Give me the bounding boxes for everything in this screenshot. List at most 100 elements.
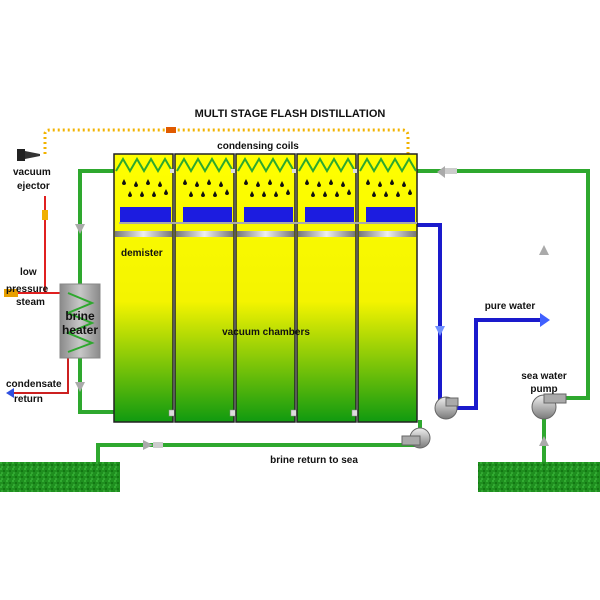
condensate-label-1: condensate	[6, 379, 62, 390]
droplet	[378, 181, 382, 187]
pure-water-pipe	[412, 223, 540, 410]
sea-water-pump-icon	[531, 393, 567, 420]
droplet	[390, 179, 394, 185]
steam-arrow-marker	[42, 210, 48, 220]
vacuum-chambers	[113, 153, 418, 423]
droplet	[372, 191, 376, 197]
droplet	[268, 179, 272, 185]
droplet	[219, 181, 223, 187]
chamber-3	[235, 153, 302, 423]
droplet	[164, 189, 168, 195]
droplet	[323, 191, 327, 197]
droplet	[408, 189, 412, 195]
sea-water-feed-pipe	[415, 169, 590, 400]
droplet	[317, 181, 321, 187]
droplet	[183, 179, 187, 185]
droplet	[195, 181, 199, 187]
droplet	[201, 191, 205, 197]
droplet	[280, 181, 284, 187]
droplet	[225, 189, 229, 195]
brine-heater	[59, 283, 101, 359]
collector-tray	[305, 207, 354, 222]
droplet	[134, 181, 138, 187]
droplet	[366, 179, 370, 185]
low-pressure-label-1: low	[20, 267, 37, 278]
vacuum-ejector-label-1: vacuum	[13, 167, 51, 178]
condensing-coils-label: condensing coils	[217, 141, 299, 152]
chamber-1	[113, 153, 180, 423]
brine-heater-label-2: heater	[62, 323, 98, 337]
chamber-5	[357, 153, 418, 423]
vacuum-ejector-icon	[17, 149, 40, 161]
vacuum-ejector-label-2: ejector	[17, 181, 50, 192]
droplet	[262, 191, 266, 197]
pure-water-pump-icon	[434, 396, 459, 420]
vacuum-chambers-label: vacuum chambers	[222, 327, 310, 338]
droplet	[122, 179, 126, 185]
droplet	[140, 191, 144, 197]
brine-return-pipe	[96, 420, 422, 462]
droplet	[305, 179, 309, 185]
pure-water-label: pure water	[485, 301, 536, 312]
steam-line	[44, 196, 68, 294]
demister	[115, 231, 172, 237]
diagram-title: MULTI STAGE FLASH DISTILLATION	[195, 108, 386, 120]
demister	[176, 231, 233, 237]
demister	[237, 231, 294, 237]
droplet	[189, 191, 193, 197]
droplet	[384, 191, 388, 197]
heater-feed-pipe	[78, 169, 114, 285]
heater-outlet-pipe	[78, 358, 114, 414]
coil-connector	[353, 169, 361, 173]
collector-tray	[120, 207, 171, 222]
demister	[359, 231, 416, 237]
coil-connector	[292, 169, 300, 173]
demister-label: demister	[121, 248, 163, 259]
droplet	[347, 189, 351, 195]
heater-coil	[65, 292, 95, 353]
low-pressure-label-3: steam	[16, 297, 45, 308]
chamber-4	[296, 153, 363, 423]
low-pressure-label-2: pressure	[6, 284, 49, 295]
condensate-line	[14, 352, 69, 394]
coil-connector	[231, 169, 239, 173]
droplet	[128, 191, 132, 197]
condensate-arrow	[6, 388, 14, 398]
droplet	[396, 191, 400, 197]
vacuum-arrow	[166, 127, 176, 133]
condensing-coil	[359, 157, 417, 173]
droplet	[402, 181, 406, 187]
steam-inlet	[4, 289, 18, 297]
collector-tray	[366, 207, 415, 222]
droplet	[286, 189, 290, 195]
droplet	[341, 181, 345, 187]
droplet	[311, 191, 315, 197]
ground-right	[478, 462, 600, 492]
collector-tray	[244, 207, 293, 222]
brine-return-pump-icon	[401, 427, 431, 449]
pure-water-arrow	[540, 313, 550, 327]
sea-water-pump-label-2: pump	[530, 384, 557, 395]
droplet	[274, 191, 278, 197]
droplet	[152, 191, 156, 197]
coil-connector	[170, 169, 178, 173]
collector-tray	[183, 207, 232, 222]
condensing-coil	[176, 157, 234, 173]
droplet	[146, 179, 150, 185]
brine-return-label: brine return to sea	[270, 455, 358, 466]
droplet	[329, 179, 333, 185]
condensing-coil	[298, 157, 356, 173]
droplet	[158, 181, 162, 187]
droplet	[256, 181, 260, 187]
ground-left	[0, 462, 120, 492]
demister	[298, 231, 355, 237]
droplet	[250, 191, 254, 197]
condensing-coil	[115, 157, 173, 173]
sea-water-pump-label-1: sea water	[521, 371, 567, 382]
droplet	[244, 179, 248, 185]
droplet	[207, 179, 211, 185]
droplet	[335, 191, 339, 197]
droplet	[213, 191, 217, 197]
condensate-label-2: return	[14, 394, 43, 405]
